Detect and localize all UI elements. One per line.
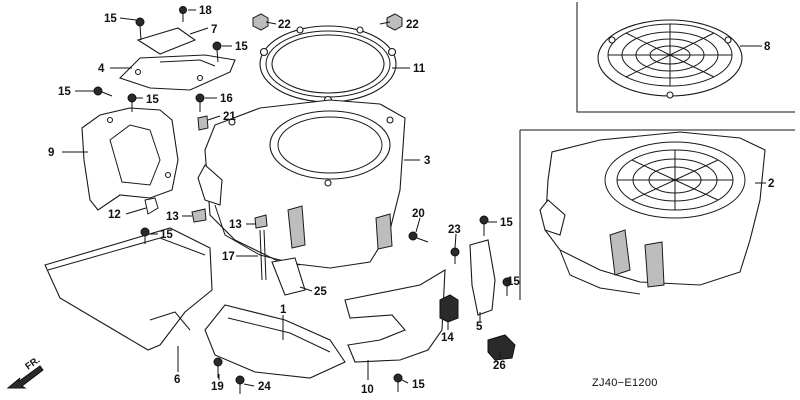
leader-lines [62,9,766,387]
part-26-plug [487,334,516,361]
part-11-ring-shroud [259,25,397,105]
callout-9: 9 [48,147,54,159]
part-15-bolt-b [212,41,222,63]
part-6-air-cleaner-cover [44,227,213,351]
callout-23: 23 [448,224,461,236]
callout-6: 6 [174,374,180,386]
callout-25: 25 [314,286,327,298]
part-7-plate [136,27,197,55]
part-22-nut-right [386,13,403,31]
part-10-lower-bracket [344,268,446,363]
callout-20: 20 [412,208,425,220]
callout-15-e: 15 [160,229,173,241]
part-1-guide-plate [204,304,346,379]
callout-10: 10 [361,384,374,396]
callout-11: 11 [413,63,426,75]
part-9-side-shroud [81,107,179,211]
callout-15-d: 15 [146,94,159,106]
callout-15-f: 15 [500,217,513,229]
callout-14: 14 [441,332,454,344]
part-12-clip [144,197,159,215]
part-3-fan-cover [197,99,406,269]
part-15-bolt-c [93,86,113,97]
callout-12: 12 [108,209,121,221]
callout-13-a: 13 [166,211,179,223]
callout-2: 2 [768,178,774,190]
callout-19: 19 [211,381,224,393]
inset-frame-top-right [576,2,795,113]
part-23-bolt [450,247,460,264]
part-15-bolt-e [140,227,150,244]
part-2-fan-cover-assembly [539,131,766,295]
callout-1: 1 [280,304,287,316]
callout-15-h: 15 [412,379,425,391]
callout-15-c: 15 [58,86,71,98]
part-15-bolt-h [393,373,403,392]
callout-13-b: 13 [229,219,242,231]
callout-16: 16 [220,93,233,105]
callout-22-a: 22 [278,19,291,31]
callout-15-a: 15 [104,13,117,25]
callout-22-b: 22 [406,19,419,31]
callout-18: 18 [199,5,212,17]
front-direction-arrow: FR. [6,355,44,389]
part-17-stud [259,229,267,281]
part-21-clip [197,115,209,131]
inset-frame-mid-right [519,129,795,300]
part-8-fan-screen [597,19,743,99]
part-14-grommet [439,294,459,323]
part-19-bolt [213,357,223,378]
part-15-bolt-g [502,277,512,296]
part-13-collar-right [254,214,268,229]
callout-21: 21 [223,111,236,123]
part-18-screw [179,6,187,22]
callout-15-g: 15 [507,276,520,288]
callout-24: 24 [258,381,271,393]
part-13-collar-left [191,208,207,223]
callout-8: 8 [764,41,771,53]
part-15-bolt-f [479,215,489,236]
part-20-bolt [408,231,429,243]
part-4-bracket [118,54,236,91]
part-16-bolt [195,93,205,112]
callout-3: 3 [424,155,430,167]
part-15-bolt-a [135,17,145,41]
callout-4: 4 [98,63,105,75]
part-24-bolt [235,375,245,394]
callout-26: 26 [493,360,506,372]
diagram-code: ZJ40−E1200 [592,377,658,389]
part-22-nut-left [252,13,269,31]
callout-17: 17 [222,251,235,263]
part-25-collar [271,257,306,296]
part-5-baffle [469,239,496,316]
callout-15-b: 15 [235,41,248,53]
callout-7: 7 [211,24,217,36]
callout-5: 5 [476,321,483,333]
